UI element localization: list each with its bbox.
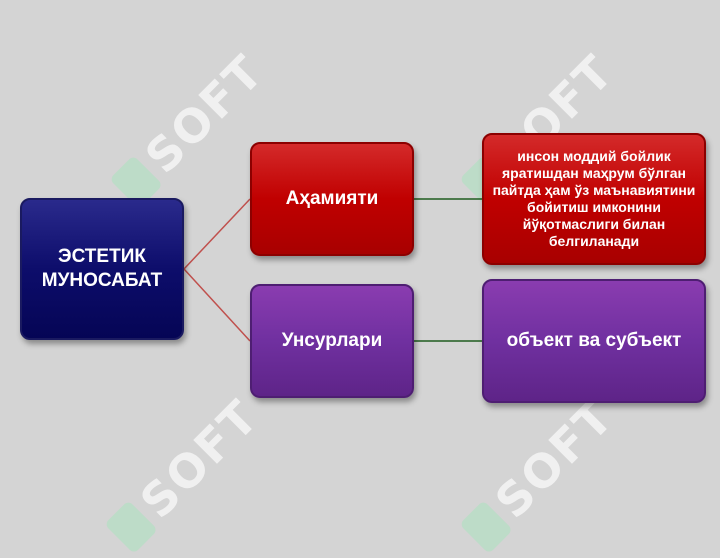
branch-node-label: Аҳамияти (285, 188, 379, 209)
connector-root-to-branch-1 (183, 198, 251, 270)
connector-root-to-branch-2 (183, 268, 251, 342)
root-node-label: ЭСТЕТИК МУНОСАБАТ (41, 246, 163, 291)
branch-node-label: Унсурлари (281, 330, 383, 351)
detail-node-significance: инсон моддий бойлик яратишдан маҳрум бўл… (482, 133, 706, 265)
branch-node-significance: Аҳамияти (250, 142, 414, 256)
connector-lines (183, 198, 482, 342)
detail-node-text: объект ва субъект (506, 330, 682, 351)
detail-node-elements: объект ва субъект (482, 279, 706, 403)
detail-node-text: инсон моддий бойлик яратишдан маҳрум бўл… (492, 148, 696, 249)
root-node: ЭСТЕТИК МУНОСАБАТ (20, 198, 184, 340)
branch-node-elements: Унсурлари (250, 284, 414, 398)
